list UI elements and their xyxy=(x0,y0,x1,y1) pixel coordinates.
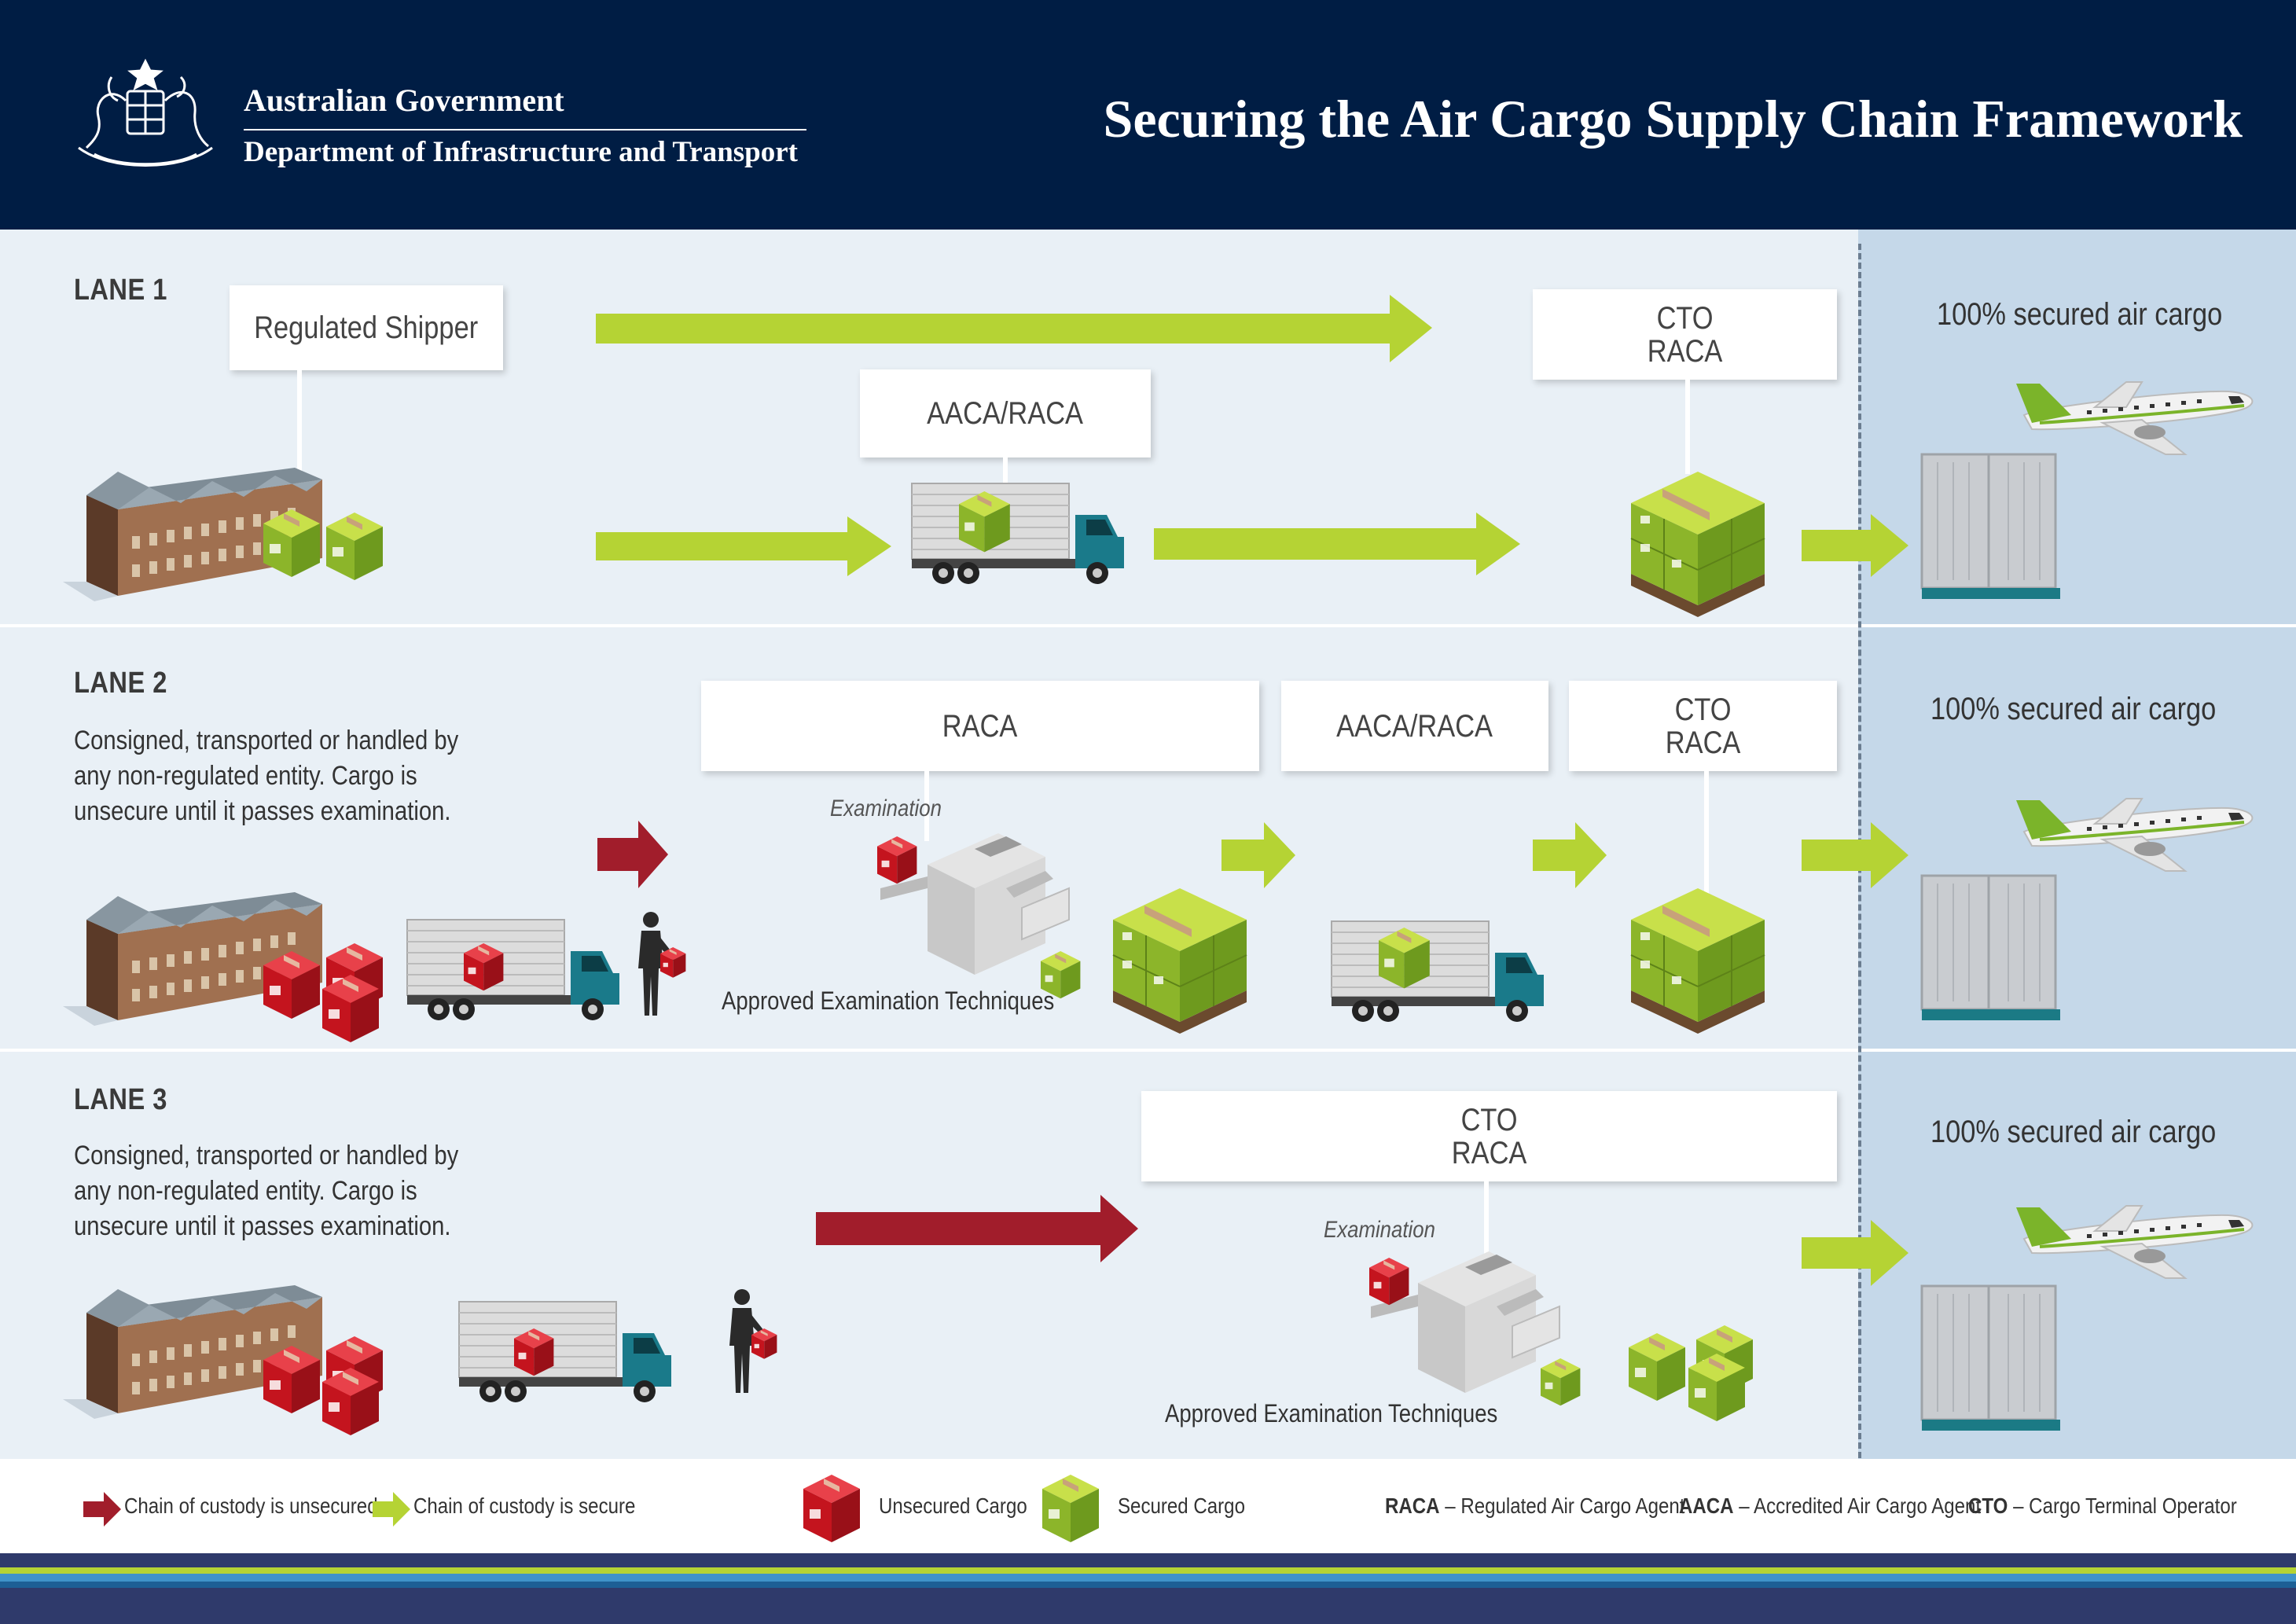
truck-icon xyxy=(1331,920,1545,1023)
legend-raca: RACA – Regulated Air Cargo Agent xyxy=(1385,1494,1685,1518)
secured-cargo-label: 100% secured air cargo xyxy=(1930,692,2217,726)
footer-stripe xyxy=(0,1582,2296,1588)
lane-separator xyxy=(0,1049,2296,1052)
unsecured-cargo-icon xyxy=(263,951,320,1019)
secured-cargo-icon xyxy=(1041,951,1081,999)
secure-chain-arrow xyxy=(1221,822,1295,888)
unsecured-cargo-icon xyxy=(514,1328,554,1376)
legend-secure-chain: Chain of custody is secure xyxy=(413,1494,636,1518)
lane-2-description: Consigned, transported or handled by any… xyxy=(74,726,459,826)
lane-1-title: LANE 1 xyxy=(74,274,167,307)
secure-chain-arrow xyxy=(1533,822,1607,888)
secured-cargo-icon xyxy=(1629,1333,1685,1401)
secured-cargo-icon xyxy=(1541,1358,1581,1406)
secured-cargo-icon xyxy=(1688,1354,1745,1421)
lane-3-title: LANE 3 xyxy=(74,1083,167,1116)
unsecured-cargo-icon xyxy=(322,1368,379,1435)
legend-secured-cargo: Secured Cargo xyxy=(1118,1494,1245,1518)
cto-raca-box: CTO RACA xyxy=(1569,681,1837,771)
connector-line xyxy=(1003,457,1008,489)
lane-2-title: LANE 2 xyxy=(74,667,167,700)
secure-chain-arrow xyxy=(596,295,1432,362)
footer-stripe xyxy=(0,1567,2296,1574)
secure-arrow-legend-icon xyxy=(373,1492,410,1527)
legend-unsecured-cargo: Unsecured Cargo xyxy=(879,1494,1027,1518)
department-name: Department of Infrastructure and Transpo… xyxy=(244,136,799,168)
unsecured-cargo-icon xyxy=(1369,1258,1409,1306)
secured-cargo-icon xyxy=(959,491,1010,553)
legend-aaca: AACA – Accredited Air Cargo Agent xyxy=(1679,1494,1982,1518)
header-bar: Australian Government Department of Infr… xyxy=(0,0,2296,230)
unsecured-cargo-icon xyxy=(263,1346,320,1413)
examination-label: Examination xyxy=(830,795,942,821)
secured-cargo-legend-icon xyxy=(1042,1475,1099,1542)
connector-line xyxy=(1685,380,1690,474)
secure-chain-arrow xyxy=(596,516,891,576)
aaca-raca-box: AACA/RACA xyxy=(860,369,1151,457)
unsecured-cargo-icon xyxy=(660,947,686,978)
secure-chain-arrow xyxy=(1802,514,1908,577)
footer-stripe xyxy=(0,1588,2296,1624)
page-title: Securing the Air Cargo Supply Chain Fram… xyxy=(1103,89,2243,149)
coat-of-arms-icon xyxy=(78,58,213,167)
government-name: Australian Government xyxy=(244,83,564,118)
legend-unsecured-chain: Chain of custody is unsecured xyxy=(124,1494,378,1518)
footer-stripe xyxy=(0,1574,2296,1582)
cto-raca-box: CTO RACA xyxy=(1533,289,1837,380)
unsecured-cargo-icon xyxy=(464,943,504,991)
unsecured-cargo-legend-icon xyxy=(803,1475,860,1542)
techniques-label: Approved Examination Techniques xyxy=(722,987,1055,1015)
unsecured-cargo-icon xyxy=(751,1328,777,1359)
aaca-raca-box: AACA/RACA xyxy=(1281,681,1548,771)
cto-raca-box: CTO RACA xyxy=(1141,1091,1837,1181)
secured-cargo-icon xyxy=(1379,928,1430,989)
secured-cargo-icon xyxy=(326,513,383,580)
techniques-label: Approved Examination Techniques xyxy=(1165,1399,1498,1427)
secured-cargo-label: 100% secured air cargo xyxy=(1930,1115,2217,1149)
pallet-icon xyxy=(1630,887,1765,1034)
airplane-icon xyxy=(2015,797,2254,873)
secure-chain-arrow xyxy=(1802,822,1908,888)
truck-icon xyxy=(911,483,1125,585)
pallet-icon xyxy=(1630,471,1765,618)
connector-line xyxy=(1704,770,1709,896)
truck-icon xyxy=(406,919,620,1021)
unsecured-cargo-icon xyxy=(877,836,917,884)
unsecure-chain-arrow xyxy=(597,821,668,888)
pallet-icon xyxy=(1112,887,1247,1034)
container-icon xyxy=(1920,453,2062,601)
container-icon xyxy=(1920,1284,2062,1432)
unsecured-cargo-icon xyxy=(322,975,379,1042)
secured-cargo-icon xyxy=(263,509,320,577)
airplane-icon xyxy=(2015,380,2254,456)
connector-line xyxy=(1484,1181,1489,1267)
connector-line xyxy=(297,369,302,487)
container-icon xyxy=(1920,874,2062,1022)
lane-3-description: Consigned, transported or handled by any… xyxy=(74,1141,459,1241)
secure-chain-arrow xyxy=(1802,1220,1908,1286)
truck-icon xyxy=(458,1301,672,1403)
lane-separator xyxy=(0,624,2296,627)
airplane-icon xyxy=(2015,1204,2254,1280)
unsecure-chain-arrow xyxy=(816,1195,1138,1262)
secured-cargo-label: 100% secured air cargo xyxy=(1937,297,2223,332)
examination-label: Examination xyxy=(1324,1217,1435,1243)
unsecure-arrow-legend-icon xyxy=(83,1492,121,1527)
raca-box: RACA xyxy=(701,681,1259,771)
footer-stripe xyxy=(0,1553,2296,1567)
header-rule xyxy=(244,129,806,130)
connector-line xyxy=(924,770,929,841)
regulated-shipper-box: Regulated Shipper xyxy=(230,285,503,370)
secure-chain-arrow xyxy=(1154,513,1520,575)
legend-cto: CTO – Cargo Terminal Operator xyxy=(1968,1494,2237,1518)
